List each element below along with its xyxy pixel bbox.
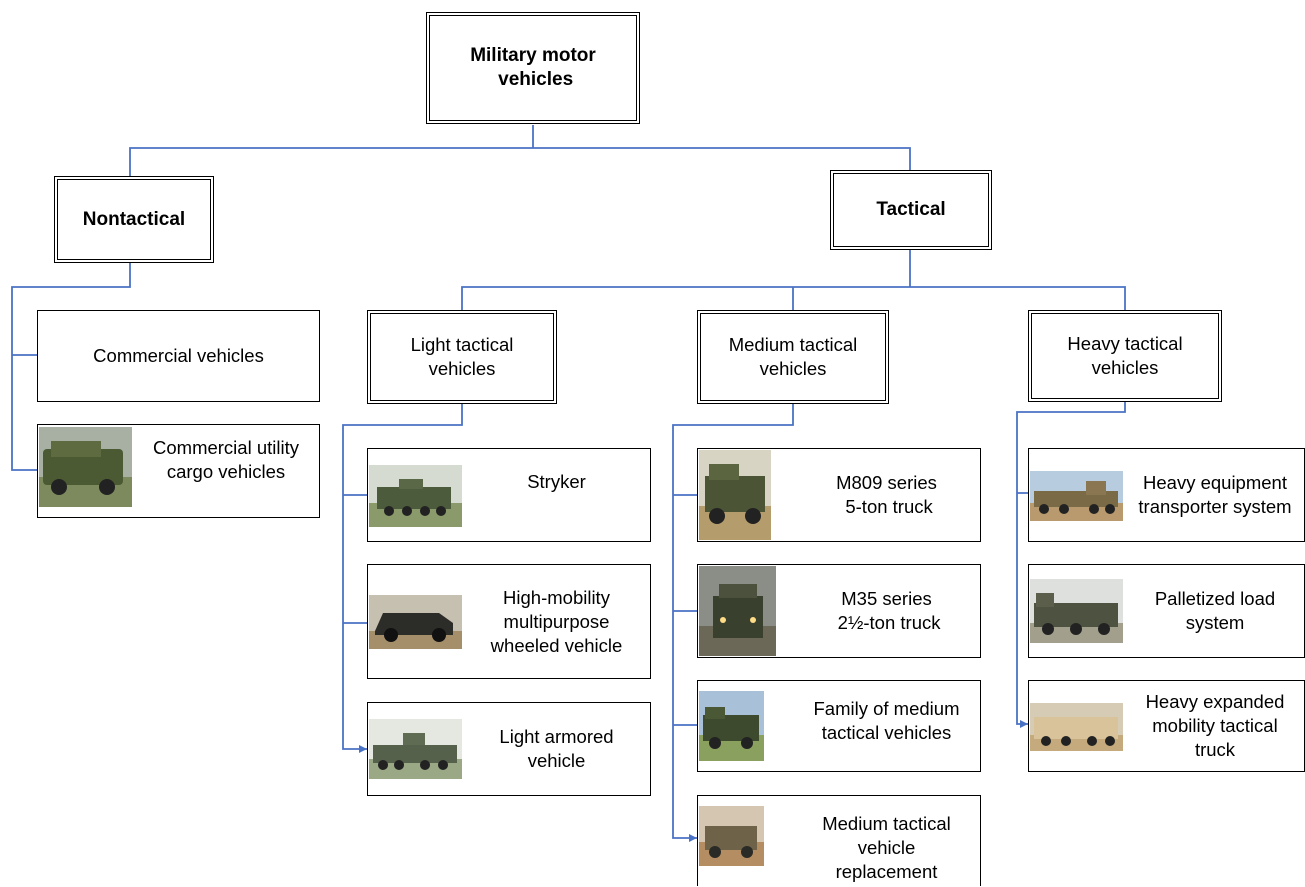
cucv-photo [39,427,132,507]
heavy-tactical-node: Heavy tactical vehicles [1028,310,1222,402]
mtvr-photo [699,806,764,866]
tactical-node: Tactical [830,170,992,250]
node-label: Stryker [527,471,586,492]
light-tactical-title: Light tactical vehicles [410,334,514,379]
node-label: Family of medium tactical vehicles [813,698,960,743]
m809-photo [699,450,771,540]
heavy-tactical-title: Heavy tactical vehicles [1067,333,1183,378]
nontactical-node: Nontactical [54,176,214,263]
node-label: Heavy expanded mobility tactical truck [1145,691,1285,760]
m35-photo [699,566,776,656]
hemtt-photo [1030,703,1123,751]
hmmwv-node: High-mobility multipurpose wheeled vehic… [367,564,651,679]
commercial-vehicles-node: Commercial vehicles [37,310,320,402]
fmtv-photo [699,691,764,761]
stryker-node: Stryker [367,448,651,542]
hmmwv-photo [369,595,462,649]
root-title: Military motor vehicles [470,45,596,90]
m809-node: M809 series 5-ton truck [697,448,981,542]
pls-photo [1030,579,1123,643]
m35-node: M35 series 2½-ton truck [697,564,981,658]
commercial-utility-cargo-node: Commercial utility cargo vehicles [37,424,320,518]
het-node: Heavy equipment transporter system [1028,448,1305,542]
node-label: Commercial vehicles [93,345,264,366]
node-label: M809 series 5-ton truck [836,472,937,517]
node-label: Palletized load system [1154,588,1276,633]
mtvr-node: Medium tactical vehicle replacement [697,795,981,886]
node-label: High-mobility multipurpose wheeled vehic… [490,586,623,656]
nontactical-title: Nontactical [82,208,186,230]
medium-tactical-node: Medium tactical vehicles [697,310,889,404]
node-label: M35 series 2½-ton truck [837,588,941,633]
node-label: Medium tactical vehicle replacement [822,812,951,882]
node-label: Light armored vehicle [499,726,614,771]
hemtt-node: Heavy expanded mobility tactical truck [1028,680,1305,772]
node-label: Commercial utility cargo vehicles [153,437,299,482]
medium-tactical-title: Medium tactical vehicles [728,334,858,379]
tactical-title: Tactical [876,199,946,220]
light-tactical-node: Light tactical vehicles [367,310,557,404]
root-node: Military motor vehicles [426,12,640,124]
fmtv-node: Family of medium tactical vehicles [697,680,981,772]
pls-node: Palletized load system [1028,564,1305,658]
het-photo [1030,471,1123,521]
lav-photo [369,719,462,779]
lav-node: Light armored vehicle [367,702,651,796]
node-label: Heavy equipment transporter system [1138,472,1292,517]
stryker-photo [369,465,462,527]
